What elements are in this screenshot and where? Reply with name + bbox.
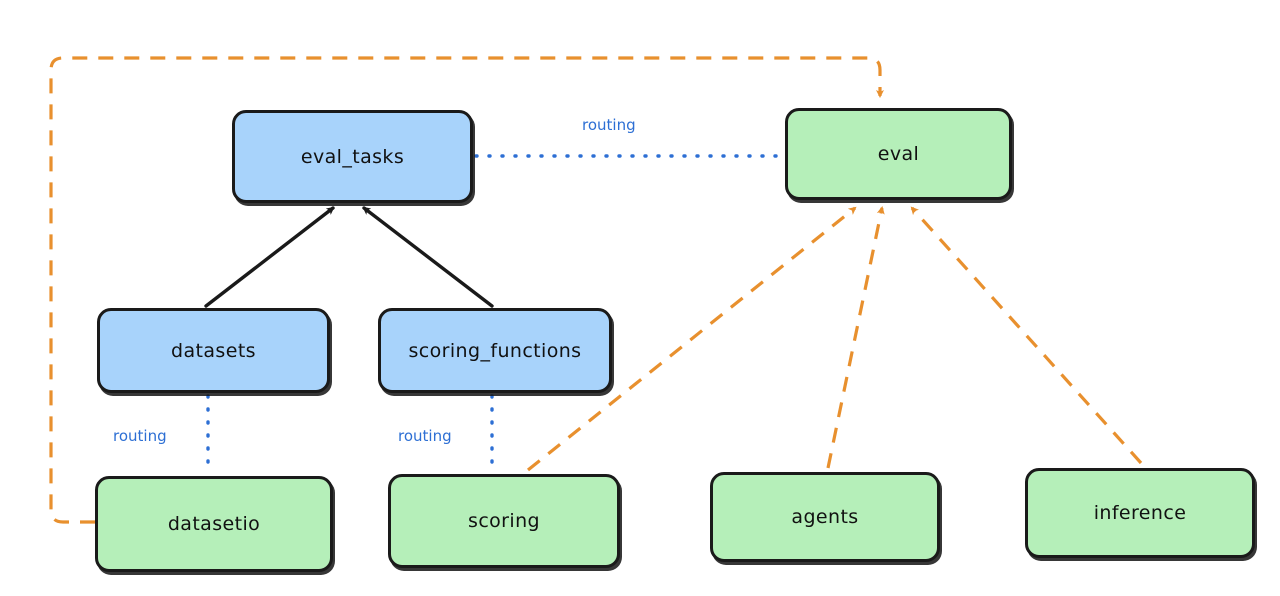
node-datasetio[interactable]: datasetio <box>95 476 333 572</box>
edge-datasets-to-eval-tasks <box>204 206 335 308</box>
node-scoring[interactable]: scoring <box>388 474 620 568</box>
node-label: agents <box>791 506 859 528</box>
edge-agents-to-eval <box>826 206 885 469</box>
edge-inference-to-eval <box>910 206 1143 465</box>
node-label: scoring <box>468 510 540 532</box>
node-eval-tasks[interactable]: eval_tasks <box>232 110 473 203</box>
node-label: eval_tasks <box>300 145 405 168</box>
node-agents[interactable]: agents <box>710 472 940 562</box>
node-label: eval <box>877 143 920 165</box>
node-eval[interactable]: eval <box>785 108 1012 200</box>
edge-label-routing-scoring-functions-scoring: routing <box>398 427 452 445</box>
node-label: inference <box>1093 502 1187 524</box>
edge-scoring-functions-to-eval-tasks <box>362 206 494 308</box>
edge-label-routing-datasets-datasetio: routing <box>113 427 167 445</box>
edge-datasetio-to-eval <box>49 56 884 524</box>
node-scoring-functions[interactable]: scoring_functions <box>378 308 612 393</box>
node-label: datasets <box>171 339 256 362</box>
node-datasets[interactable]: datasets <box>97 308 330 393</box>
edge-label-routing-eval-tasks-eval: routing <box>582 116 636 134</box>
edge-scoring-to-eval <box>526 206 857 472</box>
node-label: datasetio <box>167 513 261 535</box>
node-inference[interactable]: inference <box>1025 468 1255 558</box>
node-label: scoring_functions <box>408 339 582 362</box>
